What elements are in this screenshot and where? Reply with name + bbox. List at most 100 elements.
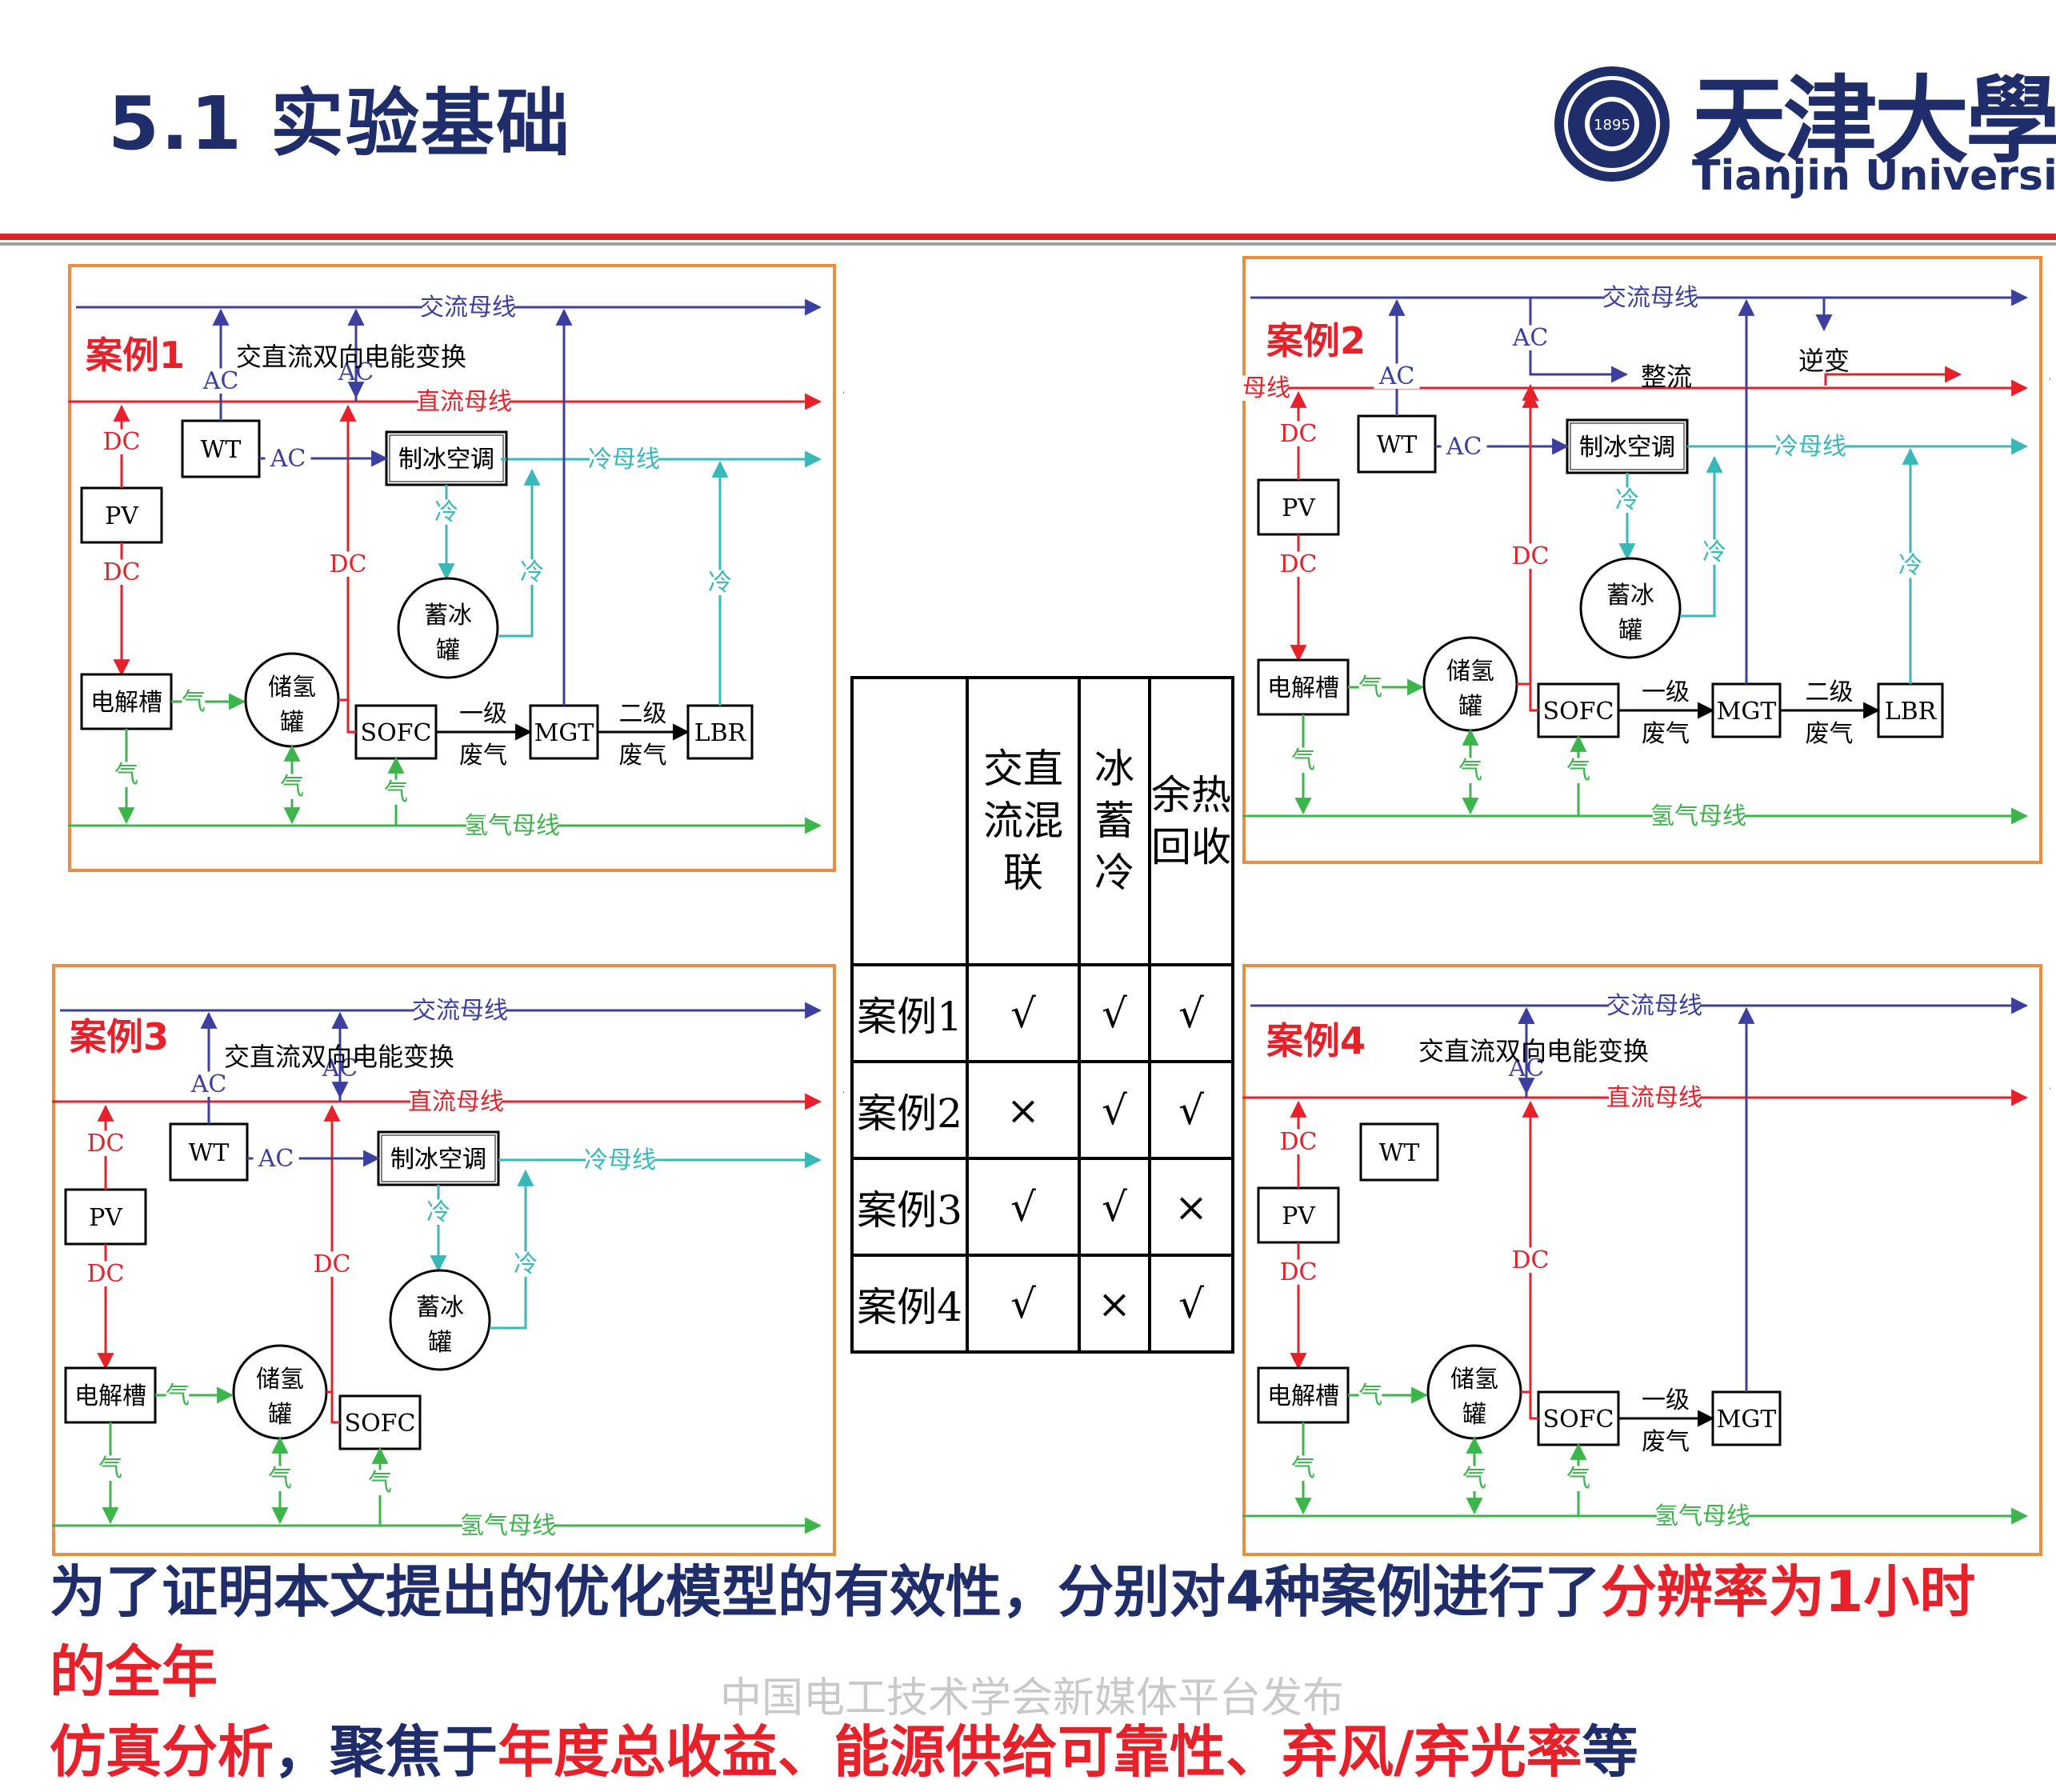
- exhaust-label: 废气: [619, 742, 667, 770]
- label-background: [620, 701, 666, 726]
- label-background: [1566, 1466, 1590, 1491]
- wt-label: WT: [1379, 1139, 1420, 1167]
- dc-bus-label: 直流母线: [1242, 374, 1290, 402]
- ac-label: AC: [190, 1070, 227, 1098]
- label-background: [1358, 1382, 1382, 1408]
- h2-bus-label: 氢气母线: [460, 1512, 556, 1540]
- exhaust-label: 废气: [1806, 720, 1854, 748]
- label-background: [182, 689, 206, 714]
- load-label: 负荷: [2049, 1524, 2050, 1554]
- h2-tank-label: 罐: [1462, 1401, 1486, 1429]
- label-background: [384, 779, 408, 805]
- load-label: 负荷: [842, 467, 844, 498]
- ice-tank-circle: [389, 1269, 491, 1371]
- label-background: [1441, 434, 1487, 459]
- ice-tank-label: 罐: [436, 637, 460, 665]
- label-background: [422, 294, 514, 320]
- summary-highlight: 分辨率为1小时的: [50, 1559, 1976, 1705]
- ice-ac-label: 制冰空调: [390, 1146, 486, 1174]
- load-label: 负荷: [2049, 824, 2050, 854]
- cold-label: 冷: [1702, 538, 1726, 566]
- wt-box: [181, 419, 261, 478]
- ice-ac-box: [1566, 418, 1689, 474]
- label-background: [1615, 487, 1639, 513]
- load-label: 负荷: [2049, 1106, 2050, 1136]
- wt-box: [169, 1122, 249, 1182]
- dc-label: DC: [86, 1130, 124, 1158]
- tank-sofc-line: [326, 1390, 340, 1424]
- summary-part: 等: [1582, 1719, 1638, 1785]
- load-label: 负荷: [842, 1110, 844, 1140]
- label-background: [586, 1147, 654, 1173]
- cold-label: 冷: [514, 1250, 538, 1278]
- label-background: [1653, 803, 1744, 829]
- ice-tank-circle: [1579, 557, 1682, 659]
- logo-english-name: Tianjin University: [1692, 152, 2056, 200]
- load-label: 直流: [2049, 1064, 2050, 1094]
- dc-label: DC: [1279, 1258, 1317, 1286]
- ice-tank-label: 蓄冰: [424, 602, 472, 630]
- table-cell: ×: [1148, 1157, 1234, 1257]
- ac-bus-label: 交流母线: [1606, 992, 1702, 1020]
- lbr-box: [686, 704, 754, 760]
- table-cell: √: [966, 963, 1081, 1063]
- ac-bus-label: 交流母线: [1602, 284, 1698, 312]
- load-label: 负荷: [842, 1018, 844, 1049]
- gas-label: 气: [268, 1465, 292, 1493]
- ice-ac-inner: [381, 1134, 496, 1182]
- gas-label: 气: [384, 778, 408, 806]
- table-header-row: 交直 流混 联 冰 蓄 冷 余热 回收: [850, 676, 1234, 966]
- dc-bus-label: 直流母线: [408, 1088, 504, 1116]
- logo-chinese-name: 天津大學: [1692, 65, 2056, 176]
- label-background: [462, 1513, 554, 1538]
- seal-year: 1895: [1594, 117, 1630, 134]
- sofc-box: [1537, 1390, 1620, 1446]
- ac-bus-label: 交流母线: [420, 294, 516, 322]
- load-label: 负荷: [2049, 454, 2050, 485]
- table-header-cell: 交直 流混 联: [966, 676, 1081, 966]
- load-label: 负荷: [2049, 306, 2050, 336]
- gas-label: 气: [166, 1382, 190, 1410]
- pv-box: [80, 486, 163, 544]
- table-cell-case: 案例1: [850, 963, 969, 1063]
- ice-tank-label: 罐: [1618, 617, 1642, 645]
- tank-sofc-line: [1521, 1390, 1538, 1420]
- icetank-cold-line: [498, 468, 541, 638]
- cold-bus-label: 冷母线: [1774, 433, 1846, 461]
- label-background: [426, 1199, 450, 1225]
- label-background: [1374, 363, 1420, 389]
- ice-tank-label: 蓄冰: [1606, 582, 1654, 610]
- table-cell: √: [1078, 1157, 1151, 1257]
- label-background: [98, 429, 145, 454]
- load-label: 交流: [2049, 972, 2050, 1002]
- label-background: [309, 1251, 355, 1277]
- table-row: 案例2 × √ √: [850, 1060, 1234, 1160]
- icetank-cold-line: [1680, 455, 1723, 618]
- dc-bus-label: 直流母线: [1606, 1084, 1702, 1112]
- table-row: 案例1 √ √ √: [850, 963, 1234, 1063]
- label-background: [1642, 679, 1689, 705]
- gas-label: 气: [1291, 746, 1315, 774]
- label-background: [410, 1089, 502, 1114]
- dc-label: DC: [1279, 550, 1317, 578]
- ice-ac-label: 制冰空调: [390, 1146, 486, 1174]
- case-label: 案例4: [1266, 1019, 1366, 1062]
- gas-label: 气: [1358, 674, 1382, 702]
- lbr-label: LBR: [1885, 698, 1938, 726]
- summary-highlight: 年度总收益、能源供给可靠性、弃风/弃光率: [498, 1719, 1582, 1785]
- dc-bus-label: 直流母线: [416, 388, 512, 416]
- h2-tank-label: 罐: [280, 709, 304, 737]
- label-background: [1462, 1466, 1486, 1491]
- gas-label: 气: [1358, 1382, 1382, 1410]
- watermark: 中国电工技术学会新媒体平台发布: [720, 1674, 1345, 1722]
- label-background: [1507, 325, 1554, 350]
- cold-label: 冷: [520, 558, 544, 586]
- label-background: [1657, 1503, 1748, 1529]
- electrolyzer-label: 电解槽: [1267, 674, 1339, 702]
- label-background: [1275, 551, 1322, 577]
- ice-ac-label: 制冰空调: [398, 446, 494, 474]
- label-background: [590, 446, 658, 472]
- dc-label: DC: [1511, 542, 1549, 570]
- load-label: 负荷: [842, 315, 844, 346]
- bidir-label: 交直流双向电能变换: [1418, 1036, 1649, 1066]
